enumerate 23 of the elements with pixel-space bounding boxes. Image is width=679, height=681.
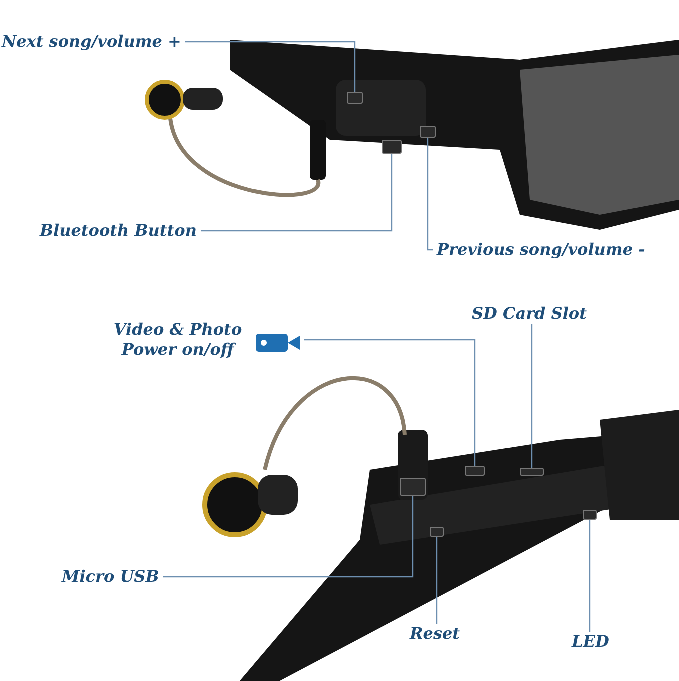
leader-line: [436, 537, 438, 624]
callout-label: Reset: [410, 624, 460, 644]
volume-button: [347, 92, 363, 104]
usb-port: [400, 478, 426, 496]
led-light: [583, 510, 597, 520]
leader-line: [589, 520, 591, 632]
card-slot: [520, 468, 544, 476]
callout-label: Video & Photo Power on/off: [108, 320, 248, 360]
leader-line: [163, 496, 414, 578]
volume-button: [420, 126, 436, 138]
callout-label: Bluetooth Button: [40, 221, 197, 241]
leader-line: [531, 324, 533, 468]
callout-label: Micro USB: [62, 567, 160, 587]
callout-label: LED: [572, 632, 610, 652]
pairing-button: [382, 140, 402, 154]
callout-label: Previous song/volume -: [437, 240, 646, 260]
callout-label: SD Card Slot: [472, 304, 587, 324]
leader-line: [185, 41, 356, 92]
callout-label: Next song/volume +: [2, 32, 182, 52]
power-button: [465, 466, 485, 476]
reset-hole: [430, 527, 444, 537]
leader-line: [200, 154, 393, 232]
leader-line: [427, 138, 433, 251]
